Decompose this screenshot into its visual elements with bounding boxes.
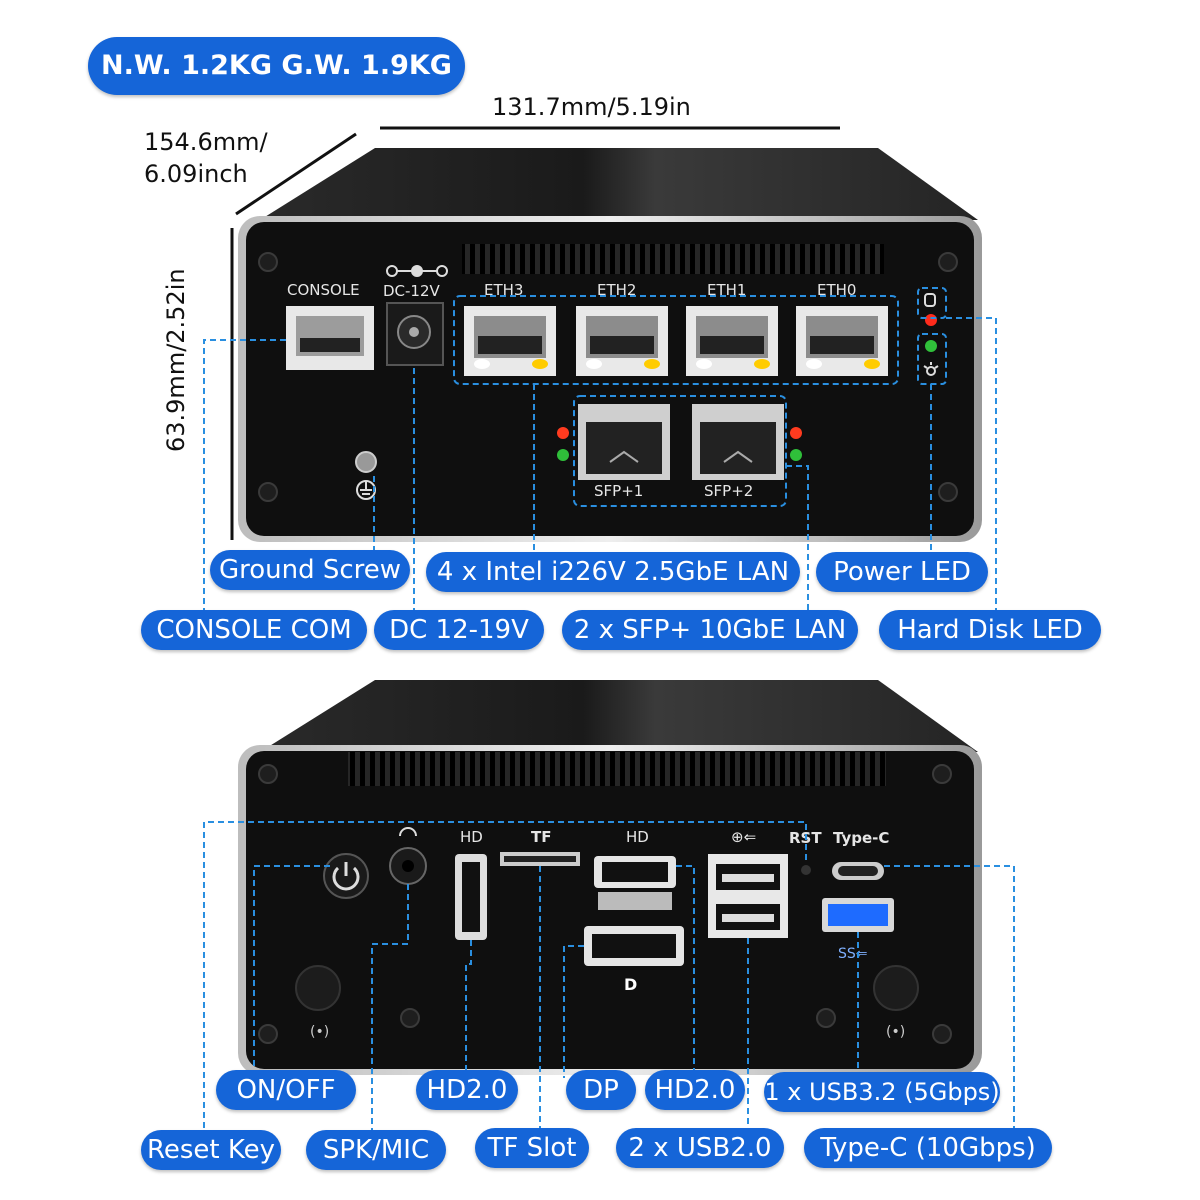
dc-label: DC 12-19V xyxy=(374,610,544,650)
sfp2-label: SFP+2 xyxy=(704,482,753,500)
depth-dimension-line2: 6.09inch xyxy=(144,160,248,188)
onoff-label: ON/OFF xyxy=(216,1070,356,1110)
rear-device: (•) (•) D SS⇐ HD TF HD ⊕⇐ RST Type-C xyxy=(203,680,1015,1140)
power-led-label: Power LED xyxy=(816,552,988,592)
eth2-label: ETH2 xyxy=(597,281,636,299)
lan-label: 4 x Intel i226V 2.5GbE LAN xyxy=(426,552,800,592)
svg-text:D: D xyxy=(624,975,637,994)
hd2-label: HD2.0 xyxy=(645,1070,745,1110)
usb3-label: 1 x USB3.2 (5Gbps) xyxy=(764,1072,1000,1112)
width-dimension: 131.7mm/5.19in xyxy=(492,93,691,121)
sfp-label: 2 x SFP+ 10GbE LAN xyxy=(562,610,858,650)
tf-slot-label: TF Slot xyxy=(475,1128,589,1168)
typec-port-label: Type-C xyxy=(833,829,889,847)
spk-mic-label: SPK/MIC xyxy=(306,1130,446,1170)
eth1-label: ETH1 xyxy=(707,281,746,299)
svg-text:(•): (•) xyxy=(310,1024,329,1040)
tf-port-label: TF xyxy=(531,828,551,846)
reset-key-label: Reset Key xyxy=(141,1130,281,1170)
ground-screw-label: Ground Screw xyxy=(210,550,410,590)
eth-ports xyxy=(464,306,888,376)
svg-text:⊕⇐: ⊕⇐ xyxy=(731,828,756,846)
hdd-led-label: Hard Disk LED xyxy=(879,610,1101,650)
usb2-label: 2 x USB2.0 xyxy=(616,1128,784,1168)
depth-dimension-line1: 154.6mm/ xyxy=(144,128,268,156)
console-com-label: CONSOLE COM xyxy=(141,610,367,650)
hd1-label: HD2.0 xyxy=(416,1070,518,1110)
hd1-port-label: HD xyxy=(460,828,483,846)
typec-label: Type-C (10Gbps) xyxy=(804,1128,1052,1168)
front-device: CONSOLE DC-12V ETH3 ETH2 ETH1 ETH0 SFP+1… xyxy=(203,148,997,610)
eth0-label: ETH0 xyxy=(817,281,856,299)
console-port-label: CONSOLE xyxy=(287,281,360,299)
hd2-port-label: HD xyxy=(626,828,649,846)
svg-text:(•): (•) xyxy=(886,1024,905,1040)
svg-text:SS⇐: SS⇐ xyxy=(838,946,868,962)
dp-label: DP xyxy=(566,1070,636,1110)
weight-badge: N.W. 1.2KG G.W. 1.9KG xyxy=(88,37,465,95)
sfp-ports xyxy=(557,404,802,480)
sfp1-label: SFP+1 xyxy=(594,482,643,500)
dc-port-label: DC-12V xyxy=(383,282,441,300)
eth3-label: ETH3 xyxy=(484,281,523,299)
